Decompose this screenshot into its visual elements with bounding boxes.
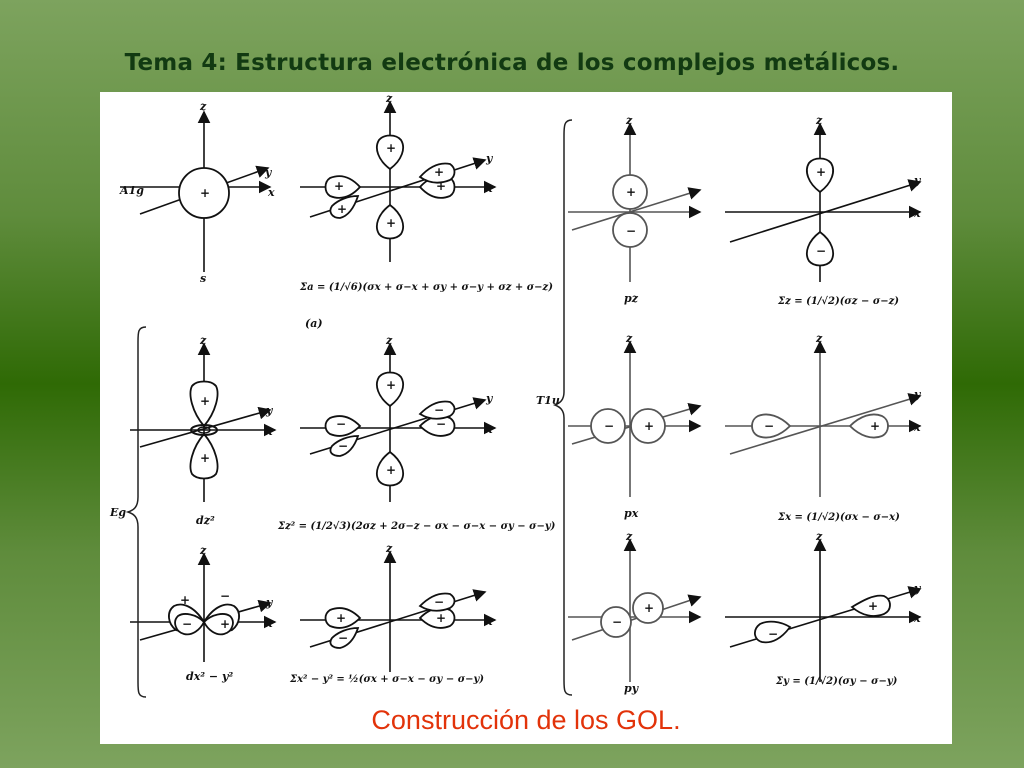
sign-plus: + xyxy=(200,394,210,408)
sigma-y-equation: Σy = (1/√2)(σy − σ−y) xyxy=(775,675,898,687)
t1u-brace: T1u xyxy=(536,119,573,696)
sign-plus: + xyxy=(644,419,654,433)
dz2-orbital-diagram: + + z y x dz² xyxy=(130,334,277,527)
axis-x-label: x xyxy=(913,207,921,220)
sign-plus: + xyxy=(200,451,210,465)
axis-x-label: x xyxy=(265,617,273,630)
axis-y-label: y xyxy=(265,404,274,417)
sign-plus: + xyxy=(337,202,347,216)
axis-z-label: z xyxy=(815,530,823,543)
sign-minus: − xyxy=(338,439,348,453)
axis-z-label: z xyxy=(625,114,633,127)
sign-plus: + xyxy=(334,179,344,193)
sigma-y-group-diagram: − + z y x Σy = (1/√2)(σy − σ−y) xyxy=(725,530,922,687)
sign-minus: − xyxy=(182,617,192,631)
dz2-orbital-label: dz² xyxy=(196,514,215,527)
px-orbital-label: px xyxy=(624,507,639,520)
sigma-z2-equation: Σz² = (1/2√3)(2σz + 2σ−z − σx − σ−x − σy… xyxy=(277,520,556,532)
py-orbital-diagram: − + z py xyxy=(568,530,702,695)
sigma-z2-group-diagram: + + − − − − z y x Σz² = (1/2√3)(2σz + 2σ… xyxy=(277,334,556,532)
sigma-z-group-diagram: + − z y x Σz = (1/√2)(σz − σ−z) xyxy=(725,114,922,307)
sign-minus: − xyxy=(768,627,778,641)
sign-plus: + xyxy=(644,601,654,615)
sigma-x-group-diagram: − + z y x Σx = (1/√2)(σx − σ−x) xyxy=(725,332,922,523)
axis-y-label: y xyxy=(913,174,922,187)
axis-y-label: y xyxy=(485,392,494,405)
axis-z-label: z xyxy=(815,332,823,345)
axis-z-label: z xyxy=(625,530,633,543)
a1g-label: A1g xyxy=(119,184,144,197)
axis-x-label: x xyxy=(265,425,273,438)
axis-z-label: z xyxy=(815,114,823,127)
slide-title: Tema 4: Estructura electrónica de los co… xyxy=(124,50,900,76)
sign-plus: + xyxy=(200,186,210,200)
sigma-a-equation: Σa = (1/√6)(σx + σ−x + σy + σ−y + σz + σ… xyxy=(299,281,553,293)
sign-minus: − xyxy=(604,419,614,433)
axis-y-label: y xyxy=(485,152,494,165)
pz-orbital-label: pz xyxy=(624,292,639,305)
axis-y-label: y xyxy=(265,596,274,609)
sign-minus: − xyxy=(436,417,446,431)
sign-plus: + xyxy=(386,463,396,477)
sign-minus: − xyxy=(220,589,230,603)
sigma-x2y2-equation: Σx² − y² = ½(σx + σ−x − σy − σ−y) xyxy=(289,674,484,685)
panel-label: (a) xyxy=(305,317,323,330)
sign-plus: + xyxy=(816,165,826,179)
sign-minus: − xyxy=(626,224,636,238)
axis-y-label: y xyxy=(913,388,922,401)
axis-z-label: z xyxy=(385,542,393,555)
sign-minus: − xyxy=(336,417,346,431)
axis-z-label: z xyxy=(625,332,633,345)
axis-z-label: z xyxy=(385,92,393,105)
sign-plus: + xyxy=(436,179,446,193)
sign-minus: − xyxy=(434,595,444,609)
eg-brace: Eg xyxy=(109,326,147,698)
sigma-z-equation: Σz = (1/√2)(σz − σ−z) xyxy=(777,295,899,307)
sign-minus: − xyxy=(338,631,348,645)
axis-x-label: x xyxy=(485,615,493,628)
sign-plus: + xyxy=(386,216,396,230)
axis-x-label: x xyxy=(485,423,493,436)
s-orbital-diagram: z y x + A1g s xyxy=(119,100,275,285)
s-orbital-label: s xyxy=(200,272,206,285)
sign-plus: + xyxy=(220,617,230,631)
dx2y2-orbital-label: dx² − y² xyxy=(186,670,233,683)
sign-plus: + xyxy=(180,593,190,607)
sign-minus: − xyxy=(612,615,622,629)
axis-z-label: z xyxy=(199,100,207,113)
caption: Construcción de los GOL. xyxy=(371,705,681,735)
sign-plus: + xyxy=(870,419,880,433)
sign-plus: + xyxy=(436,611,446,625)
axis-x-label: x xyxy=(913,612,921,625)
sign-plus: + xyxy=(386,141,396,155)
sigma-a-group-diagram: + + + + + + z y x Σa = (1/√6)(σx + σ−x +… xyxy=(299,92,553,330)
axis-x-label: x xyxy=(913,421,921,434)
sign-plus: + xyxy=(386,378,396,392)
axis-z-label: z xyxy=(199,334,207,347)
sign-plus: + xyxy=(434,165,444,179)
sign-plus: + xyxy=(868,599,878,613)
sigma-x-equation: Σx = (1/√2)(σx − σ−x) xyxy=(777,511,900,523)
sigma-x2y2-group-diagram: + + − − z x Σx² − y² = ½(σx + σ−x − σy −… xyxy=(289,542,497,685)
sign-plus: + xyxy=(626,185,636,199)
dx2y2-orbital-diagram: + − − + z y x dx² − y² xyxy=(130,544,277,683)
axis-z-label: z xyxy=(199,544,207,557)
py-orbital-label: py xyxy=(624,682,640,695)
axis-x-label: x xyxy=(485,182,493,195)
axis-z-label: z xyxy=(385,334,393,347)
sign-plus: + xyxy=(336,611,346,625)
pz-orbital-diagram: + − z pz xyxy=(568,114,702,305)
sign-minus: − xyxy=(764,419,774,433)
sign-minus: − xyxy=(434,403,444,417)
axis-y-label: y xyxy=(264,166,273,179)
orbital-diagram: z y x + A1g s + + + + + + z y x Σa = (1/… xyxy=(109,92,922,698)
axis-y-label: y xyxy=(913,582,922,595)
sign-minus: − xyxy=(816,244,826,258)
diagram-panel: z y x + A1g s + + + + + + z y x Σa = (1/… xyxy=(100,92,952,744)
eg-label: Eg xyxy=(109,506,126,519)
axis-x-label: x xyxy=(267,186,275,199)
t1u-label: T1u xyxy=(536,394,560,407)
px-orbital-diagram: − + z px xyxy=(568,332,702,520)
